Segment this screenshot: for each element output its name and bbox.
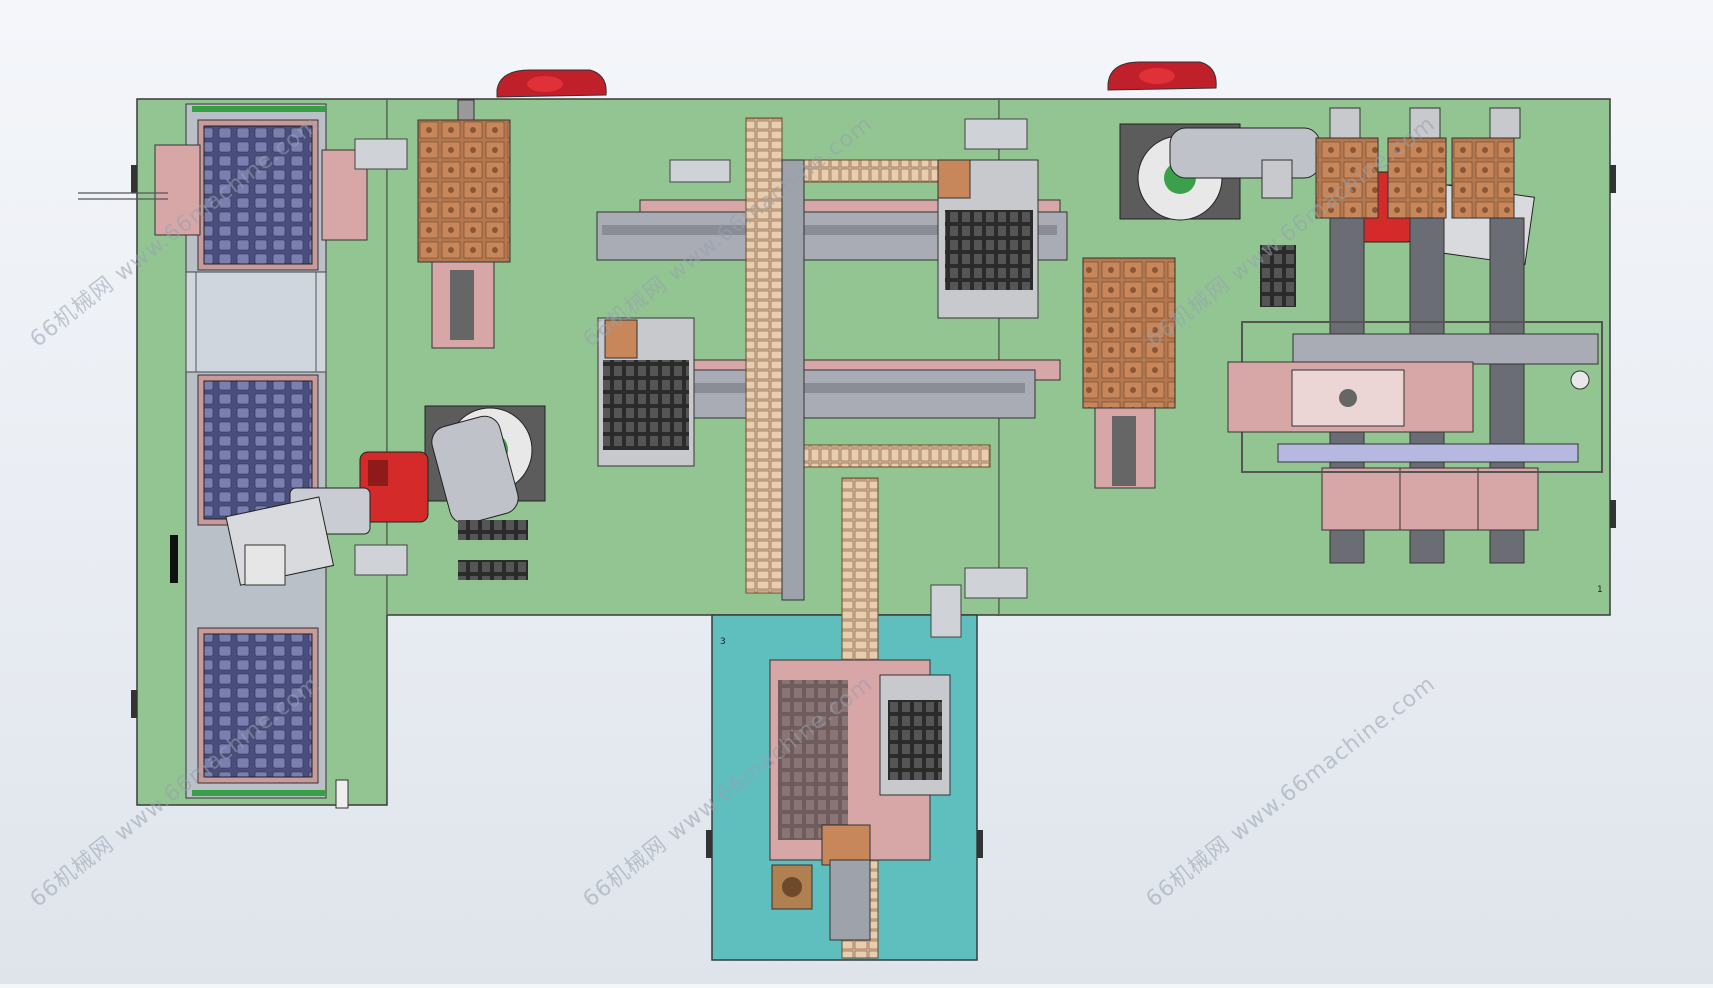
gripper-blocks: [458, 520, 528, 580]
linear-module-lower: [639, 359, 1061, 419]
mount-brackets: [354, 118, 1028, 638]
robot-left: [225, 405, 546, 586]
valve-bank-lower: [597, 317, 695, 467]
nest-feeder-middle-right: [1082, 257, 1176, 489]
valve-bank-right: [1260, 159, 1296, 307]
servo-motor-icon: [771, 864, 813, 910]
horizontal-transfer-right: [1227, 321, 1603, 473]
copper-fixtures-right: [1315, 107, 1521, 219]
teal-station-number: 3: [720, 637, 726, 647]
emergency-stop-icon-2: [1107, 61, 1217, 91]
frame-feet: [131, 165, 1616, 858]
teal-station-assembly: [769, 659, 951, 941]
six-axis-robot-icon: [359, 451, 429, 523]
nest-feeder-middle-left: [417, 99, 511, 349]
right-station-number: 1: [1597, 585, 1603, 595]
emergency-stop-icon: [496, 69, 607, 98]
valve-bank-upper: [937, 159, 1039, 319]
gantry-rail: [781, 159, 805, 601]
